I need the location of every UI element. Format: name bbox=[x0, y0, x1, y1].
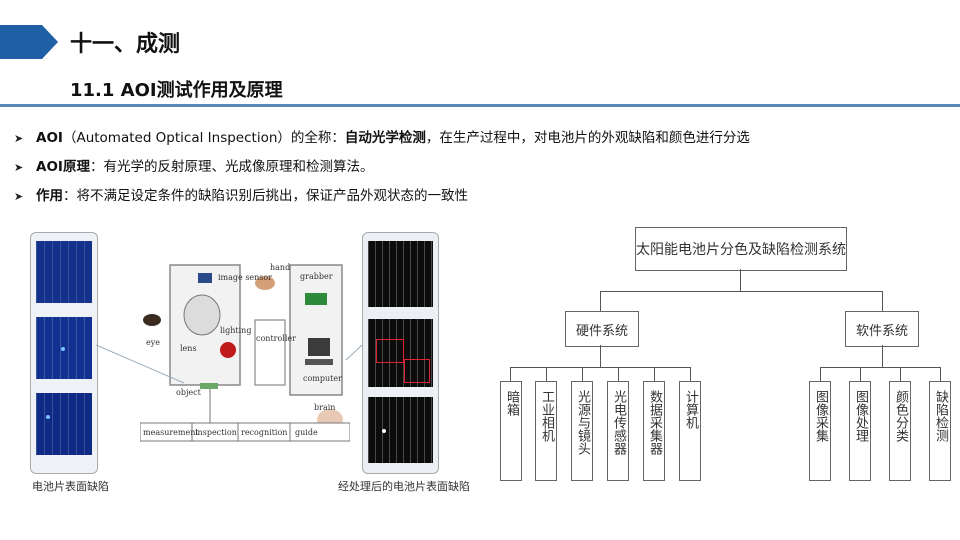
sketch-step-measurement: measurement bbox=[143, 428, 199, 437]
sketch-step-guide: guide bbox=[295, 428, 318, 437]
sketch-label-grabber: grabber bbox=[300, 272, 333, 281]
system-diagram: 太阳能电池片分色及缺陷检测系统 硬件系统 软件系统 暗箱 工业相机 光源与镜头 … bbox=[500, 225, 955, 495]
sketch-label-brain: brain bbox=[314, 403, 335, 412]
cell-defect-photo bbox=[30, 232, 98, 474]
section-arrow-icon bbox=[0, 25, 58, 59]
hardware-item-node: 计算机 bbox=[679, 381, 701, 481]
hardware-system-node: 硬件系统 bbox=[565, 311, 639, 347]
section-title: 十一、成测 bbox=[70, 32, 181, 57]
subsection-title: 11.1 AOI测试作用及原理 bbox=[70, 80, 283, 101]
hardware-item-node: 暗箱 bbox=[500, 381, 522, 481]
flow-connector bbox=[96, 344, 363, 384]
sketch-label-lighting: lighting bbox=[220, 326, 251, 335]
sketch-step-recognition: recognition bbox=[241, 428, 287, 437]
bullet-lead: AOI原理 bbox=[36, 159, 90, 175]
bullet-bold: 自动光学检测 bbox=[344, 130, 426, 146]
sketch-label-object: object bbox=[176, 388, 202, 397]
bullet-text: ：有光学的反射原理、光成像原理和检测算法。 bbox=[89, 159, 374, 175]
software-system-node: 软件系统 bbox=[845, 311, 919, 347]
bullet-item: ➤ AOI原理：有光学的反射原理、光成像原理和检测算法。 bbox=[14, 153, 750, 182]
header-divider bbox=[0, 104, 960, 107]
bullet-arrow-icon: ➤ bbox=[14, 190, 24, 203]
bullet-text: ：将不满足设定条件的缺陷识别后挑出，保证产品外观状态的一致性 bbox=[63, 188, 468, 204]
software-item-node: 颜色分类 bbox=[889, 381, 911, 481]
bullet-item: ➤ AOI（Automated Optical Inspection）的全称：自动… bbox=[14, 124, 750, 153]
diagram-root-node: 太阳能电池片分色及缺陷检测系统 bbox=[635, 227, 847, 271]
sketch-label-controller: controller bbox=[256, 334, 296, 343]
hardware-item-node: 工业相机 bbox=[535, 381, 557, 481]
processed-defect-photo bbox=[362, 232, 439, 474]
aoi-principle-sketch: image sensor hand grabber eye lighting l… bbox=[140, 255, 350, 450]
left-photo-caption: 电池片表面缺陷 bbox=[32, 480, 109, 493]
sketch-label-image-sensor: image sensor bbox=[218, 273, 272, 282]
software-item-node: 图像处理 bbox=[849, 381, 871, 481]
bullet-list: ➤ AOI（Automated Optical Inspection）的全称：自动… bbox=[14, 124, 750, 211]
bullet-arrow-icon: ➤ bbox=[14, 132, 24, 145]
hardware-item-node: 光电传感器 bbox=[607, 381, 629, 481]
bullet-arrow-icon: ➤ bbox=[14, 161, 24, 174]
bullet-item: ➤ 作用：将不满足设定条件的缺陷识别后挑出，保证产品外观状态的一致性 bbox=[14, 182, 750, 211]
bullet-text: （Automated Optical Inspection）的全称： bbox=[62, 130, 345, 146]
sketch-label-hand: hand bbox=[270, 263, 290, 272]
software-item-node: 图像采集 bbox=[809, 381, 831, 481]
bullet-text: ，在生产过程中，对电池片的外观缺陷和颜色进行分选 bbox=[425, 130, 750, 146]
hardware-item-node: 光源与镜头 bbox=[571, 381, 593, 481]
bullet-lead: AOI bbox=[36, 130, 63, 146]
right-photo-caption: 经处理后的电池片表面缺陷 bbox=[338, 480, 470, 493]
sketch-label-eye: eye bbox=[146, 338, 160, 347]
sketch-step-inspection: inspection bbox=[195, 428, 237, 437]
bullet-lead: 作用 bbox=[36, 188, 63, 204]
sketch-label-computer: computer bbox=[303, 374, 342, 383]
sketch-label-lens: lens bbox=[180, 344, 197, 353]
software-item-node: 缺陷检测 bbox=[929, 381, 951, 481]
hardware-item-node: 数据采集器 bbox=[643, 381, 665, 481]
